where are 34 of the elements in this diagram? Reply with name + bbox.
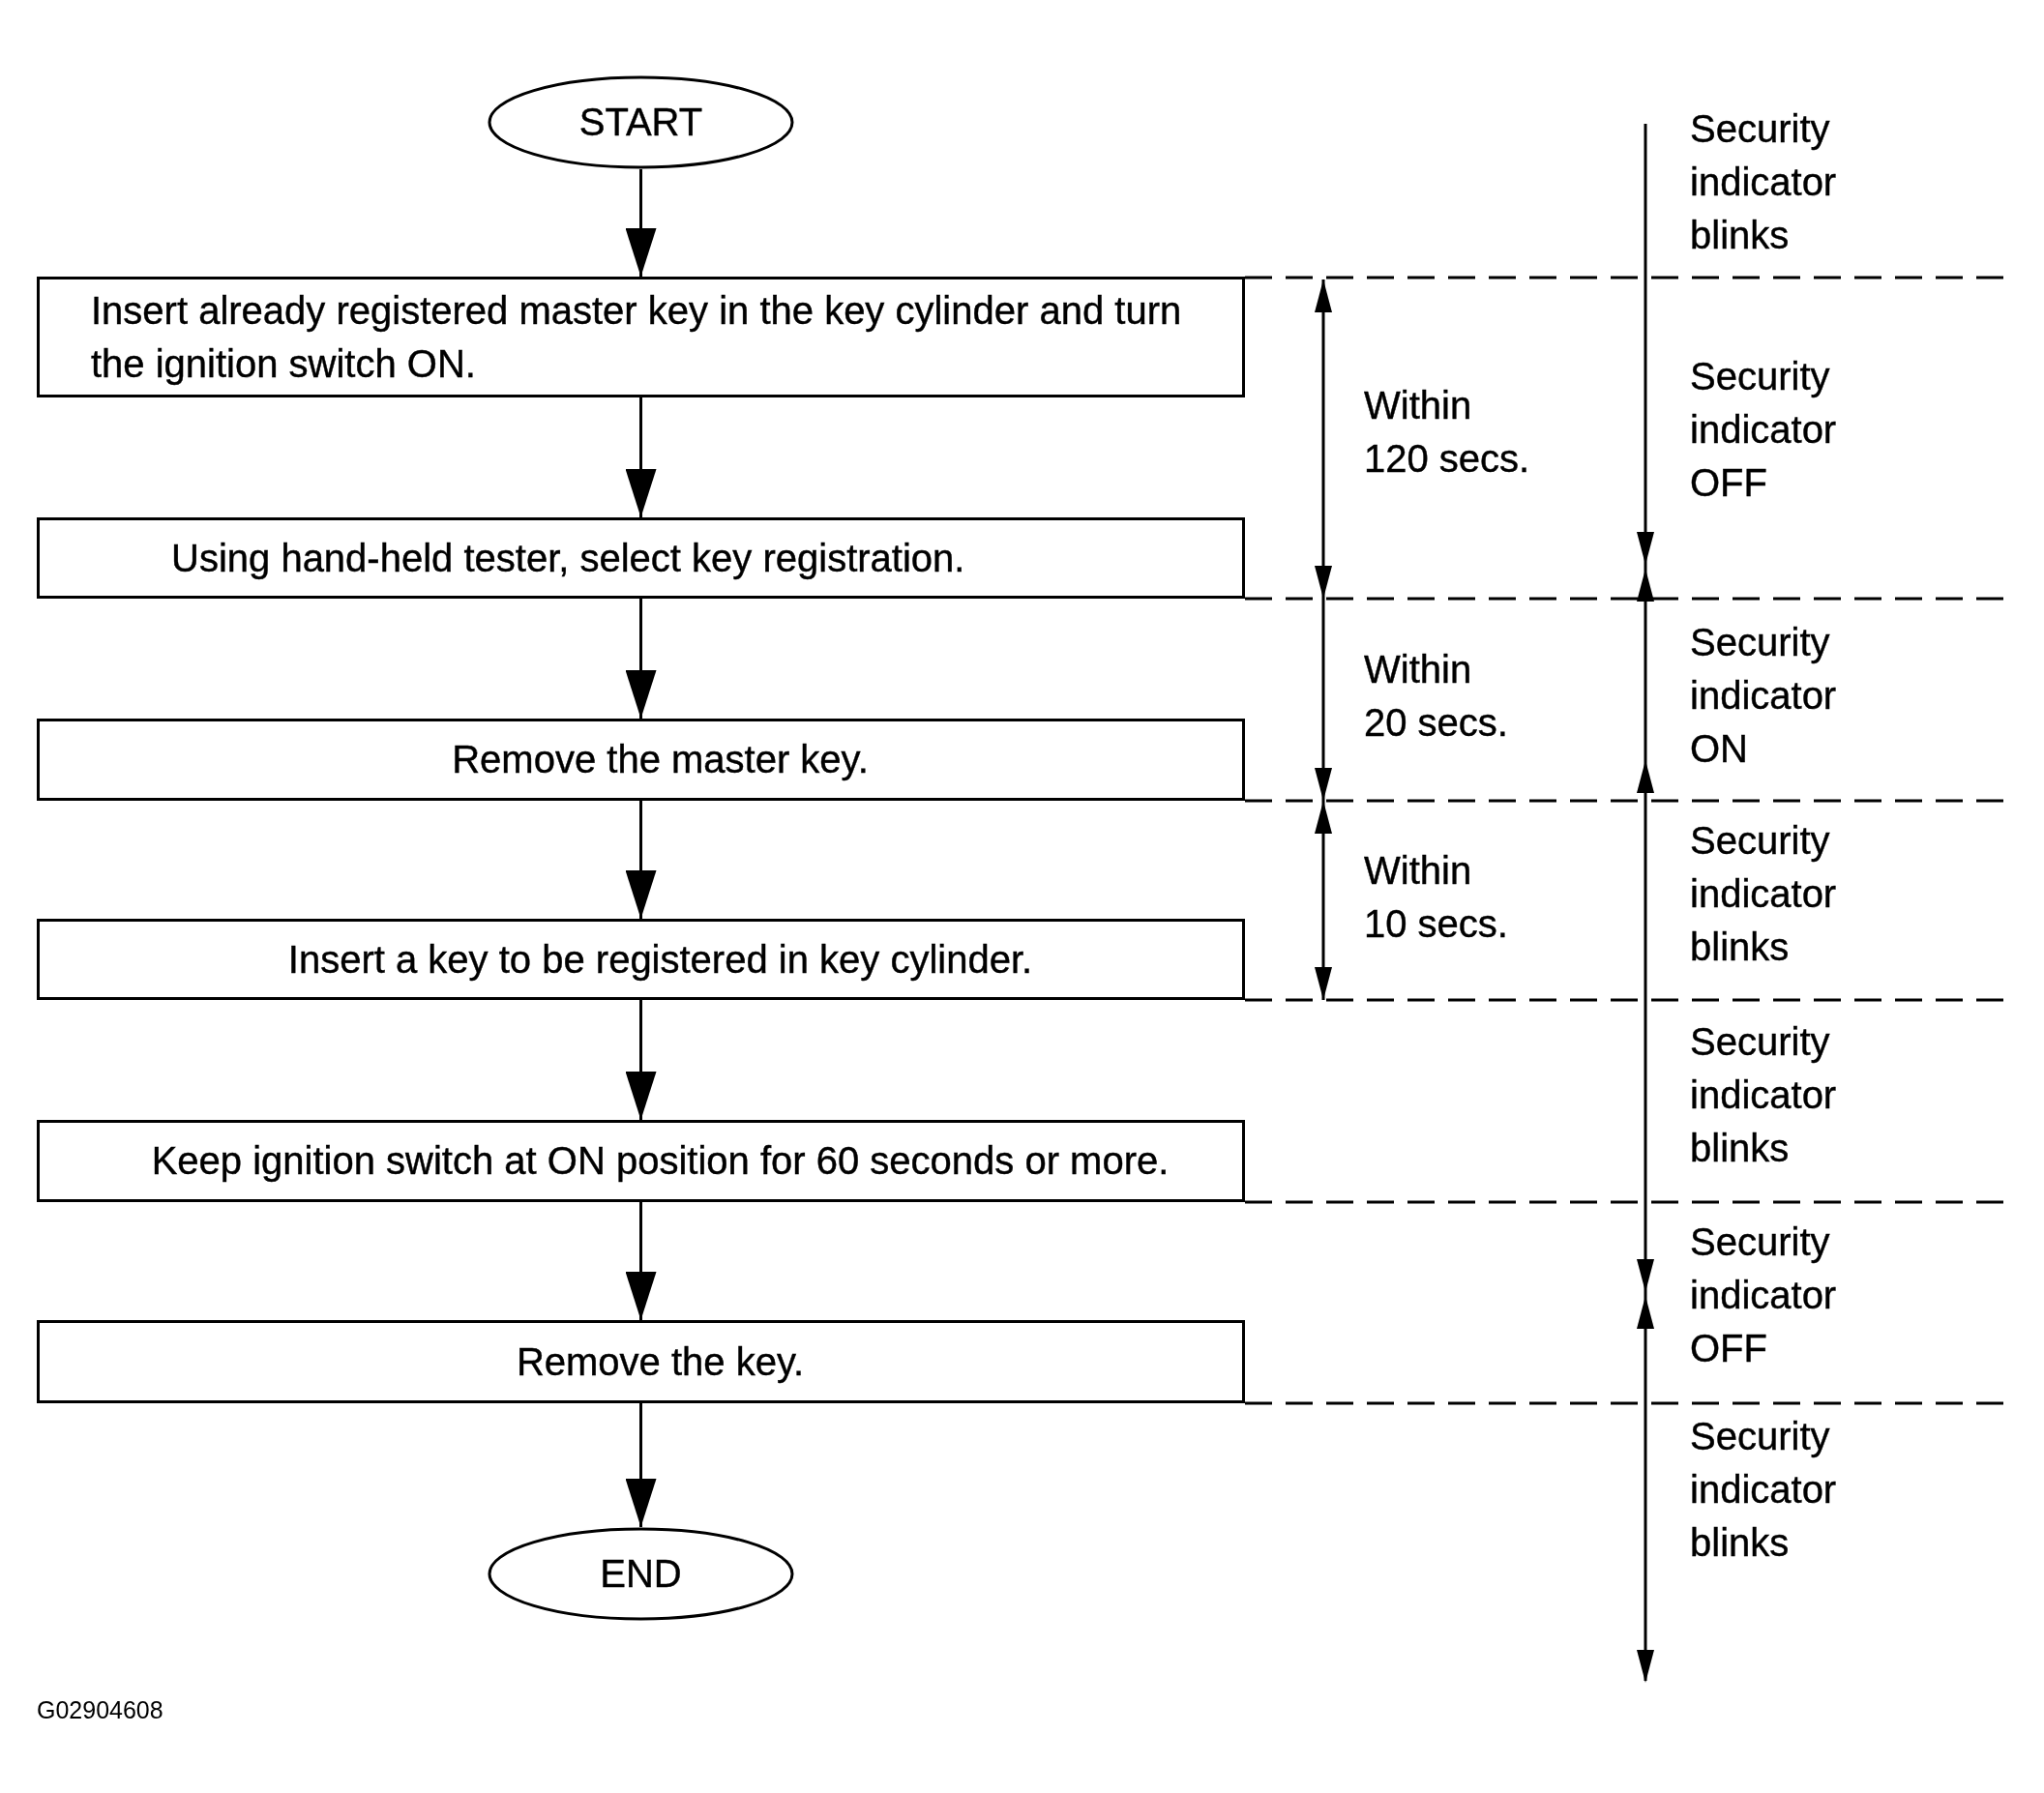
indicator-status-text: Security indicator ON (1690, 620, 1837, 772)
time-limit-text: Within 20 secs. (1364, 647, 1509, 746)
process-box (37, 1120, 1245, 1202)
process-box (37, 719, 1245, 801)
arrow (625, 397, 657, 517)
terminal-text: START (578, 100, 703, 145)
indicator-status-text: Security indicator blinks (1690, 1414, 1837, 1566)
indicator-status-text: Security indicator blinks (1690, 1019, 1837, 1171)
time-limit-text: Within 120 secs. (1364, 383, 1531, 482)
step-text: Keep ignition switch at ON position for 60 seconds or more. (151, 1138, 1170, 1184)
process-box (37, 517, 1245, 599)
step-text: Remove the key. (516, 1338, 805, 1385)
process-box (37, 919, 1245, 1000)
terminal-ellipse (488, 1527, 794, 1621)
step-text: Insert already registered master key in the key cylinder and turn the ignition switch ON. (91, 287, 1183, 387)
indicator-status-text: Security indicator blinks (1690, 106, 1837, 258)
arrow (625, 1202, 657, 1320)
indicator-status-text: Security indicator OFF (1690, 1220, 1837, 1371)
figure-code: G02904608 (37, 1695, 163, 1724)
arrow (625, 1403, 657, 1527)
step-text: Insert a key to be registered in key cylinder. (287, 936, 1033, 983)
terminal-ellipse (488, 75, 794, 169)
arrow (625, 801, 657, 919)
process-box (37, 1320, 1245, 1403)
terminal-text: END (600, 1551, 682, 1597)
step-text: Remove the master key. (452, 737, 869, 782)
indicator-status-text: Security indicator blinks (1690, 818, 1837, 970)
step-text: Using hand-held tester, select key registration. (171, 535, 965, 581)
arrow (625, 169, 657, 277)
arrow (625, 599, 657, 719)
indicator-status-text: Security indicator OFF (1690, 354, 1837, 506)
process-box (37, 277, 1245, 397)
time-limit-text: Within 10 secs. (1364, 848, 1509, 947)
arrow (625, 1000, 657, 1120)
